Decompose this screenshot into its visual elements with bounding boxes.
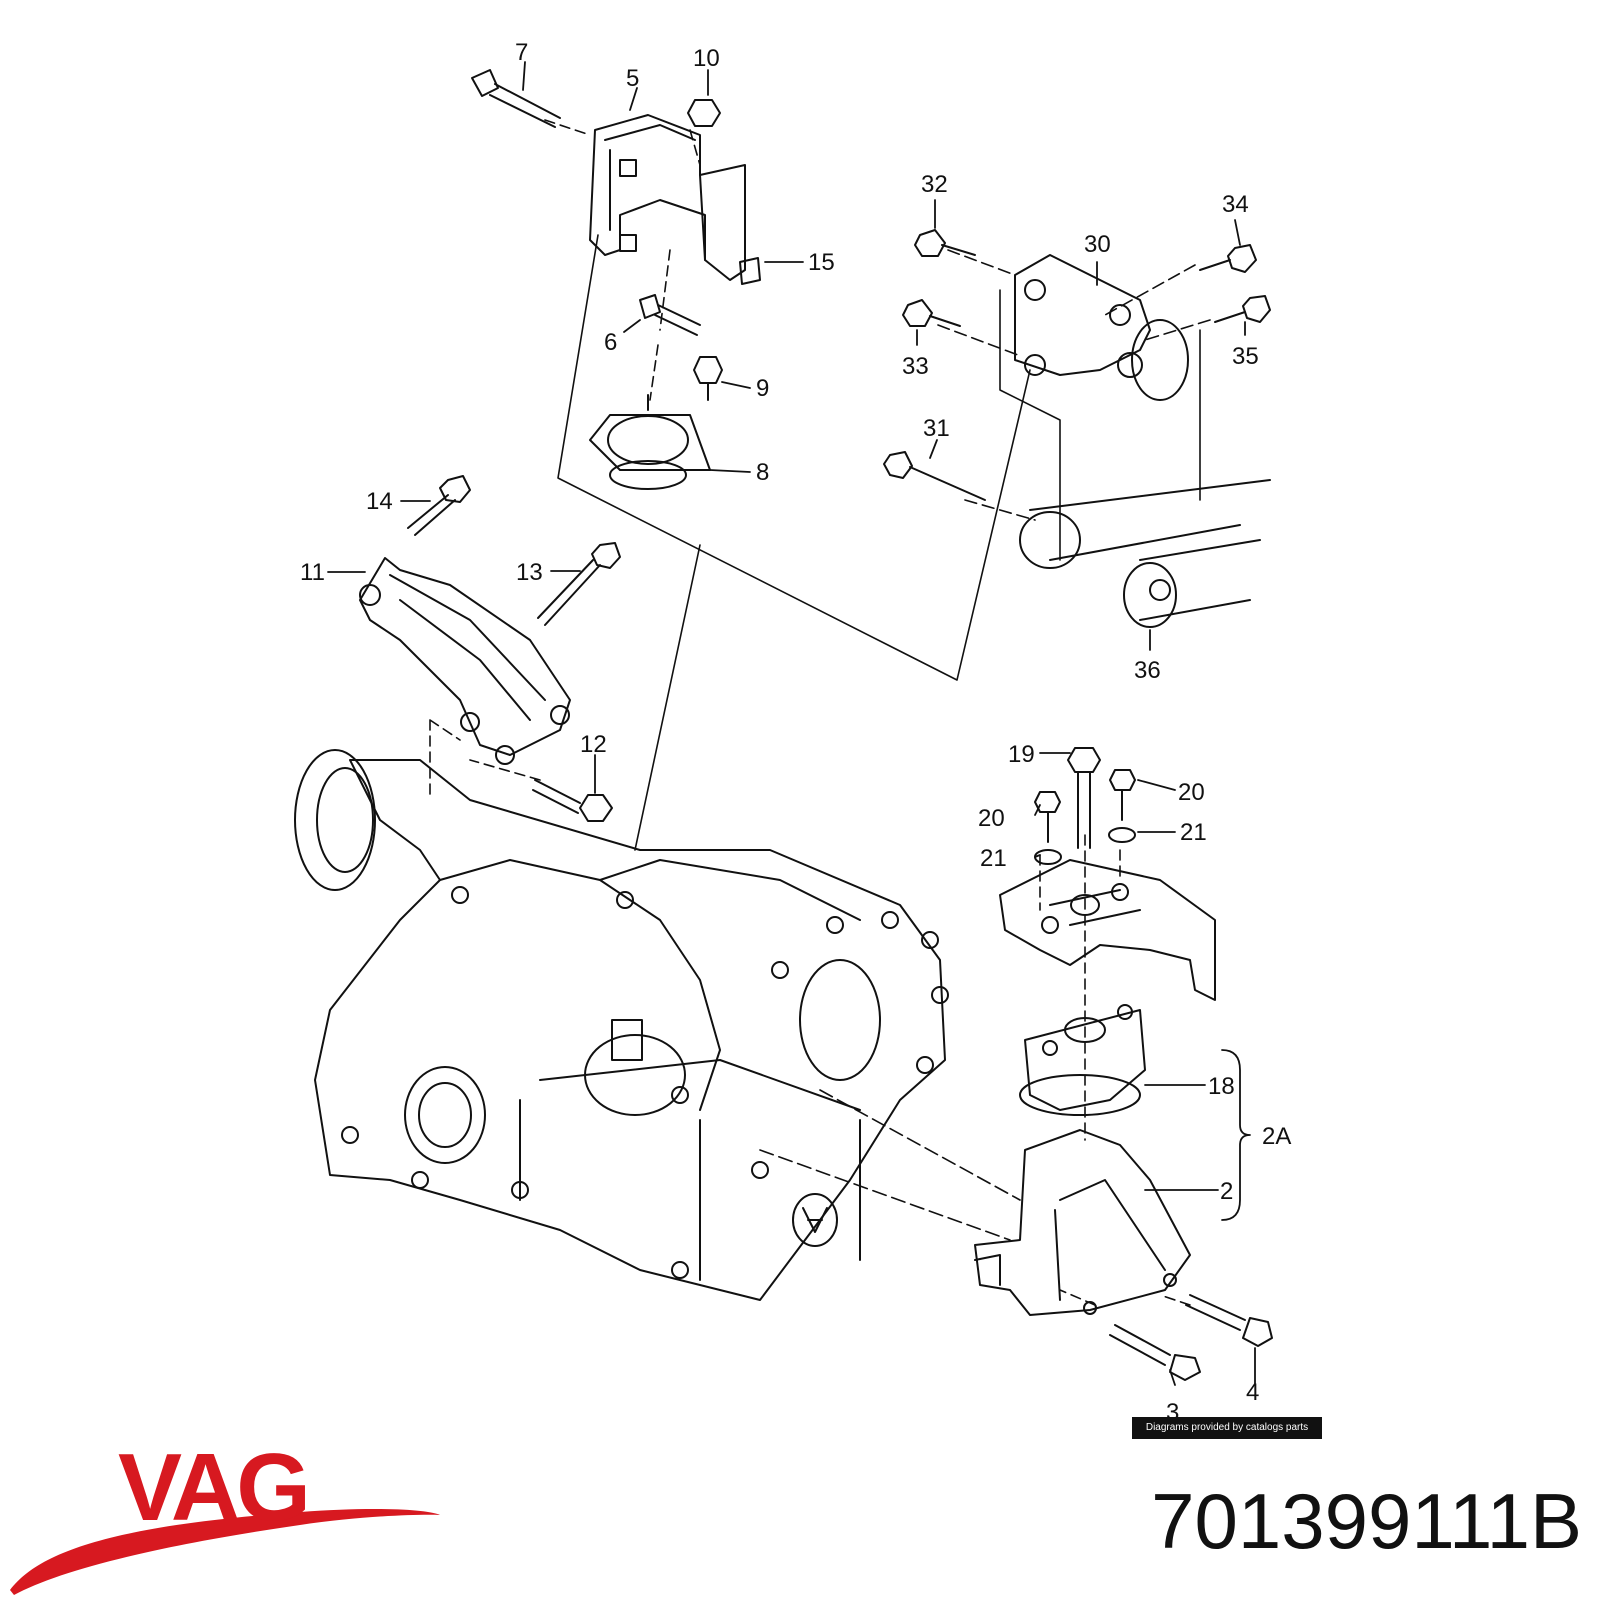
bolt-35 xyxy=(1214,295,1271,323)
bolt-13 xyxy=(537,542,621,626)
callout-20-right: 20 xyxy=(1178,779,1205,806)
callout-6: 6 xyxy=(604,329,617,356)
callout-35: 35 xyxy=(1232,343,1259,370)
leader-lines xyxy=(327,61,1256,1386)
callout-9: 9 xyxy=(756,375,769,402)
washer-21-left xyxy=(1034,849,1062,865)
clip-15 xyxy=(739,257,761,285)
callout-4: 4 xyxy=(1246,1379,1259,1406)
callout-20-left: 20 xyxy=(978,805,1005,832)
bracket-5 xyxy=(589,114,746,281)
mount-18 xyxy=(1019,1004,1146,1116)
assembly-line xyxy=(1039,834,1121,1141)
callout-33: 33 xyxy=(902,353,929,380)
screw-20-left xyxy=(1034,791,1061,843)
bolt-14 xyxy=(407,475,471,536)
vag-logo-swoosh xyxy=(10,1508,440,1595)
callout-19: 19 xyxy=(1008,741,1035,768)
mount-bracket-30 xyxy=(1014,254,1189,401)
assembly-line xyxy=(634,544,701,851)
bolt-31 xyxy=(883,451,986,501)
assembly-line xyxy=(937,249,1036,521)
assembly-line xyxy=(759,1089,1021,1241)
mount-8 xyxy=(589,394,711,490)
callout-36: 36 xyxy=(1134,657,1161,684)
callout-30: 30 xyxy=(1084,231,1111,258)
bolt-3 xyxy=(1109,1324,1201,1381)
callout-21-left: 21 xyxy=(980,845,1007,872)
callout-14: 14 xyxy=(366,488,393,515)
assembly-line xyxy=(1059,1289,1191,1306)
assembly-line xyxy=(429,719,461,801)
washer-21-right xyxy=(1108,827,1136,843)
callout-7: 7 xyxy=(515,39,528,66)
transmission xyxy=(294,749,949,1301)
assembly-line xyxy=(689,129,701,166)
callout-34: 34 xyxy=(1222,191,1249,218)
bolt-6 xyxy=(639,294,701,336)
bolt-12 xyxy=(532,779,613,822)
part-number: 701399111B xyxy=(1151,1477,1582,1565)
callout-8: 8 xyxy=(756,459,769,486)
assembly-line xyxy=(649,249,671,401)
bracket-2 xyxy=(974,1129,1191,1316)
callout-2A: 2A xyxy=(1262,1123,1291,1150)
callout-2: 2 xyxy=(1220,1178,1233,1205)
screw-20-right xyxy=(1109,769,1136,821)
assembly-lines xyxy=(429,119,1211,1306)
bolt-32 xyxy=(914,229,976,257)
bolt-34 xyxy=(1199,244,1257,273)
nut-10 xyxy=(687,99,721,127)
assembly-line xyxy=(999,289,1201,561)
assembly-line xyxy=(1104,264,1211,341)
bolt-7 xyxy=(471,69,561,128)
callout-15: 15 xyxy=(808,249,835,276)
bracket-11 xyxy=(359,557,571,765)
callout-11: 11 xyxy=(300,559,325,586)
callout-12: 12 xyxy=(580,731,607,758)
assembly-line xyxy=(469,759,541,781)
bolt-9 xyxy=(693,356,723,401)
bolt-19 xyxy=(1067,747,1101,849)
assembly-line xyxy=(557,234,1031,681)
callout-32: 32 xyxy=(921,171,948,198)
bolt-4 xyxy=(1185,1294,1273,1347)
arm-36 xyxy=(1019,479,1271,628)
callout-21-right: 21 xyxy=(1180,819,1207,846)
callout-18: 18 xyxy=(1208,1073,1235,1100)
mount-plate xyxy=(999,859,1216,1001)
callout-5: 5 xyxy=(626,65,639,92)
assembly-line xyxy=(544,119,591,136)
brand-name: VAG xyxy=(118,1434,311,1541)
callout-31: 31 xyxy=(923,415,950,442)
callout-13: 13 xyxy=(516,559,543,586)
bolt-33 xyxy=(902,299,961,327)
diagram-credit: Diagrams provided by catalogs parts xyxy=(1132,1417,1322,1439)
callout-10: 10 xyxy=(693,45,720,72)
callout-labels: 7 5 10 15 6 9 8 32 34 30 33 35 31 36 14 … xyxy=(300,39,1291,1426)
